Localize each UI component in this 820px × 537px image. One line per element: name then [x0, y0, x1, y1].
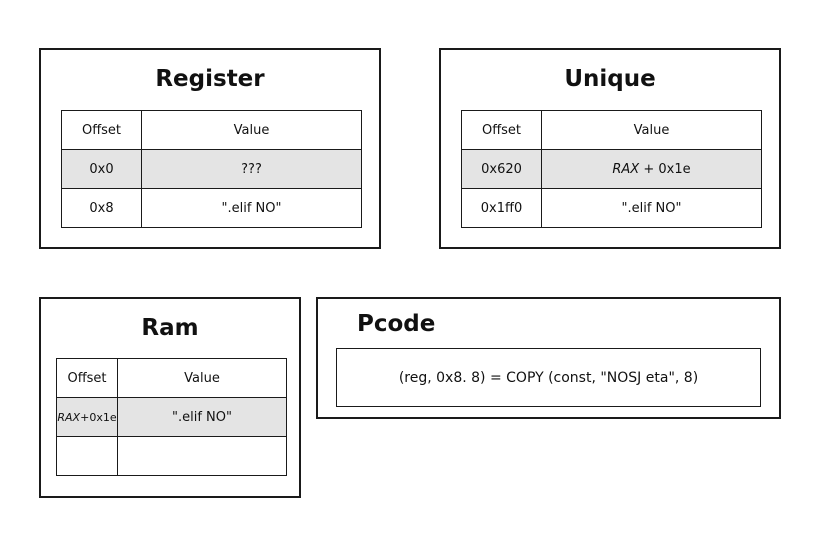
register-table: Offset Value 0x0 ??? 0x8 ".elif NO"	[61, 110, 362, 228]
table-row: 0x620 RAX + 0x1e	[461, 149, 762, 189]
value-cell: ".elif NO"	[541, 188, 762, 228]
offset-cell: 0x1ff0	[461, 188, 542, 228]
unique-title: Unique	[564, 66, 656, 92]
value-header: Value	[541, 110, 762, 150]
pcode-title: Pcode	[357, 311, 436, 337]
offset-cell: 0x8	[61, 188, 142, 228]
table-row	[56, 436, 287, 476]
ram-title: Ram	[141, 315, 199, 341]
pcode-panel: Pcode (reg, 0x8. 8) = COPY (const, "NOSJ…	[316, 297, 781, 419]
register-name: RAX	[612, 161, 640, 177]
pcode-instruction: (reg, 0x8. 8) = COPY (const, "NOSJ eta",…	[336, 348, 761, 407]
table-header-row: Offset Value	[56, 358, 287, 398]
offset-cell: 0x0	[61, 149, 142, 189]
value-header: Value	[117, 358, 287, 398]
offset-cell: RAX+0x1e	[56, 397, 118, 437]
offset-header: Offset	[61, 110, 142, 150]
value-cell: ???	[141, 149, 362, 189]
ram-panel: Ram Offset Value RAX+0x1e ".elif NO"	[39, 297, 301, 498]
table-row: 0x0 ???	[61, 149, 362, 189]
offset-header: Offset	[461, 110, 542, 150]
unique-panel: Unique Offset Value 0x620 RAX + 0x1e 0x1…	[439, 48, 781, 249]
table-row: RAX+0x1e ".elif NO"	[56, 397, 287, 437]
table-header-row: Offset Value	[61, 110, 362, 150]
value-cell: RAX + 0x1e	[541, 149, 762, 189]
register-title: Register	[155, 66, 265, 92]
offset-header: Offset	[56, 358, 118, 398]
value-offset: + 0x1e	[639, 161, 691, 177]
table-row: 0x8 ".elif NO"	[61, 188, 362, 228]
value-header: Value	[141, 110, 362, 150]
value-cell: ".elif NO"	[117, 397, 287, 437]
unique-table: Offset Value 0x620 RAX + 0x1e 0x1ff0 ".e…	[461, 110, 762, 228]
ram-table: Offset Value RAX+0x1e ".elif NO"	[56, 358, 287, 476]
offset-cell: 0x620	[461, 149, 542, 189]
offset-value: +0x1e	[80, 410, 117, 424]
register-panel: Register Offset Value 0x0 ??? 0x8 ".elif…	[39, 48, 381, 249]
register-name: RAX	[57, 410, 81, 424]
value-cell: ".elif NO"	[141, 188, 362, 228]
offset-cell	[56, 436, 118, 476]
table-row: 0x1ff0 ".elif NO"	[461, 188, 762, 228]
value-cell	[117, 436, 287, 476]
table-header-row: Offset Value	[461, 110, 762, 150]
